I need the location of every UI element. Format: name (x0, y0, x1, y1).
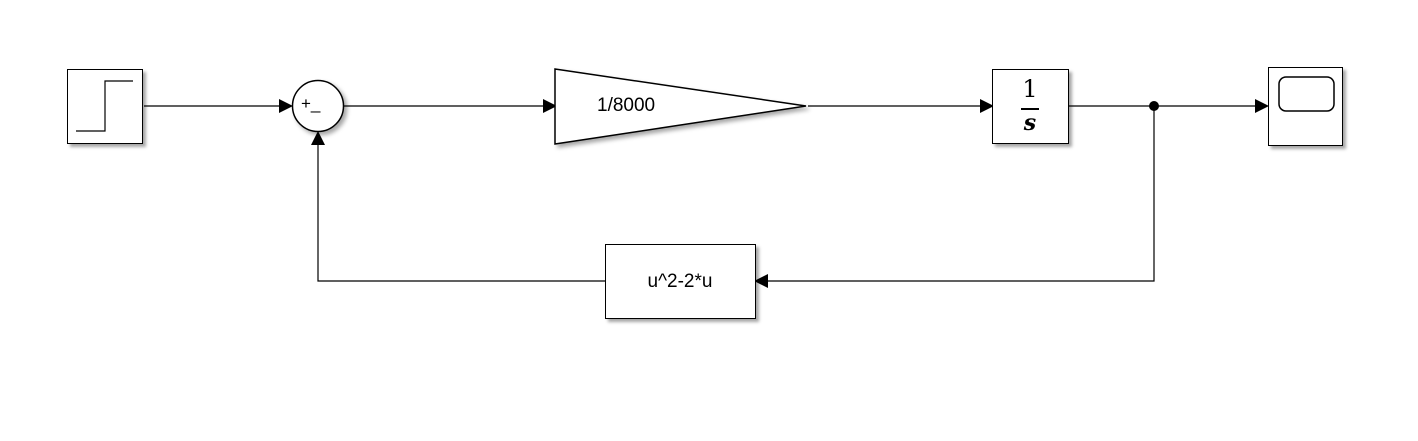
fcn-expression: u^2-2*u (647, 271, 713, 292)
sum-signs: +_ (301, 94, 320, 114)
signal-branch-to-fcn[interactable] (754, 106, 1155, 288)
gain-label: 1/8000 (597, 95, 656, 116)
integrator-fraction-bar (1021, 108, 1039, 110)
step-icon (75, 79, 133, 132)
signal-fcn-to-sum[interactable] (311, 131, 605, 282)
step-block[interactable] (67, 69, 143, 144)
scope-icon (1277, 75, 1335, 112)
branch-point[interactable] (1149, 101, 1159, 111)
integrator-block[interactable]: 1 s (992, 69, 1069, 144)
sum-signs-text: +_ (301, 94, 321, 113)
gain-block[interactable] (554, 68, 807, 145)
integrator-denominator: s (1023, 110, 1037, 136)
scope-block[interactable] (1268, 67, 1343, 146)
integrator-numerator: 1 (1022, 75, 1038, 103)
fcn-block[interactable]: u^2-2*u (605, 244, 756, 319)
